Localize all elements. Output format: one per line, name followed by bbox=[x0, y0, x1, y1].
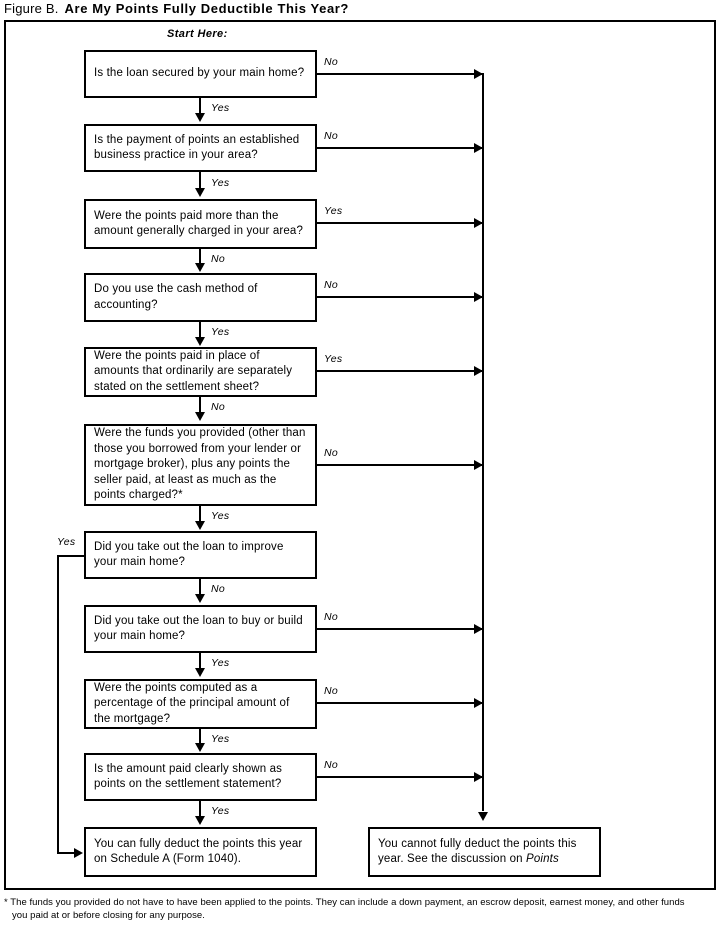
edge-q3-no bbox=[199, 249, 201, 264]
edge-q6-yes-arrow bbox=[195, 521, 205, 530]
decision-box-q2[interactable]: Is the payment of points an established … bbox=[84, 124, 317, 172]
edge-label-q4-no: No bbox=[324, 279, 339, 291]
edge-q5-no-arrow bbox=[195, 412, 205, 421]
edge-label-q1-yes: Yes bbox=[211, 102, 230, 114]
edge-q10-no bbox=[317, 776, 484, 778]
edge-label-q2-no: No bbox=[324, 130, 339, 142]
decision-text-q3: Were the points paid more than the amoun… bbox=[94, 209, 303, 238]
edge-label-q10-yes: Yes bbox=[211, 805, 230, 817]
edge-q10-no-arrow bbox=[474, 772, 483, 782]
edge-q9-no bbox=[317, 702, 484, 704]
edge-label-q7-no: No bbox=[211, 583, 226, 595]
figure-title: Figure B. Are My Points Fully Deductible … bbox=[4, 1, 349, 16]
edge-q8-no bbox=[317, 628, 484, 630]
edge-q9-no-arrow bbox=[474, 698, 483, 708]
decision-box-q10[interactable]: Is the amount paid clearly shown as poin… bbox=[84, 753, 317, 801]
edge-q9-yes-arrow bbox=[195, 743, 205, 752]
decision-text-q6: Were the funds you provided (other than … bbox=[94, 427, 306, 502]
edge-q7-yes-vertical bbox=[57, 555, 59, 854]
result-text-not-deductible-ref: Points bbox=[526, 853, 559, 865]
edge-label-q5-no: No bbox=[211, 401, 226, 413]
edge-q7-no bbox=[199, 579, 201, 595]
decision-box-q1[interactable]: Is the loan secured by your main home? bbox=[84, 50, 317, 98]
edge-q1-yes-arrow bbox=[195, 113, 205, 122]
decision-text-q2: Is the payment of points an established … bbox=[94, 133, 300, 162]
edge-label-q5-yes: Yes bbox=[324, 353, 343, 365]
edge-label-q2-yes: Yes bbox=[211, 177, 230, 189]
edge-q7-no-arrow bbox=[195, 594, 205, 603]
edge-label-q6-no: No bbox=[324, 447, 339, 459]
edge-q8-yes-arrow bbox=[195, 668, 205, 677]
result-box-not-deductible[interactable]: You cannot fully deduct the points this … bbox=[368, 827, 601, 877]
edge-q6-no-arrow bbox=[474, 460, 483, 470]
edge-label-q4-yes: Yes bbox=[211, 326, 230, 338]
decision-text-q4: Do you use the cash method of accounting… bbox=[94, 283, 258, 311]
decision-box-q7[interactable]: Did you take out the loan to improve you… bbox=[84, 531, 317, 579]
result-text-deductible: You can fully deduct the points this yea… bbox=[94, 837, 303, 866]
edge-q2-no bbox=[317, 147, 484, 149]
edge-q7-yes-top bbox=[57, 555, 84, 557]
decision-box-q4[interactable]: Do you use the cash method of accounting… bbox=[84, 273, 317, 322]
edge-q2-yes-arrow bbox=[195, 188, 205, 197]
edge-label-q1-no: No bbox=[324, 56, 339, 68]
edge-label-q9-no: No bbox=[324, 685, 339, 697]
result-text-not-deductible: You cannot fully deduct the points this … bbox=[378, 837, 591, 868]
decision-box-q5[interactable]: Were the points paid in place of amounts… bbox=[84, 347, 317, 397]
decision-text-q8: Did you take out the loan to buy or buil… bbox=[94, 614, 303, 643]
figure-label: Figure B. bbox=[4, 1, 59, 16]
decision-text-q10: Is the amount paid clearly shown as poin… bbox=[94, 762, 283, 791]
result-box-deductible[interactable]: You can fully deduct the points this yea… bbox=[84, 827, 317, 877]
edge-q8-yes bbox=[199, 653, 201, 669]
edge-q3-yes bbox=[317, 222, 484, 224]
edge-q6-no bbox=[317, 464, 484, 466]
footnote-line-1: The funds you provided do not have to ha… bbox=[10, 897, 685, 908]
edge-q6-yes bbox=[199, 506, 201, 522]
edge-q1-no-arrow bbox=[474, 69, 483, 79]
edge-q8-no-arrow bbox=[474, 624, 483, 634]
edge-q2-yes bbox=[199, 172, 201, 189]
edge-q2-no-arrow bbox=[474, 143, 483, 153]
decision-text-q9: Were the points computed as a percentage… bbox=[94, 681, 290, 725]
edge-q1-yes bbox=[199, 98, 201, 114]
edge-label-q8-yes: Yes bbox=[211, 657, 230, 669]
edge-q7-yes-arrow bbox=[74, 848, 83, 858]
footnote-line-2: you paid at or before closing for any pu… bbox=[12, 909, 205, 921]
footnote: * The funds you provided do not have to … bbox=[4, 897, 716, 922]
edge-label-q3-no: No bbox=[211, 253, 226, 265]
result-text-not-deductible-lead: You cannot fully deduct the points this … bbox=[378, 837, 577, 866]
right-collector-line bbox=[482, 73, 484, 811]
edge-q1-no bbox=[317, 73, 484, 75]
decision-text-q5: Were the points paid in place of amounts… bbox=[94, 349, 293, 393]
decision-text-q1: Is the loan secured by your main home? bbox=[94, 67, 305, 80]
edge-q4-no bbox=[317, 296, 484, 298]
edge-q10-yes-arrow bbox=[195, 816, 205, 825]
edge-label-q8-no: No bbox=[324, 611, 339, 623]
edge-label-q6-yes: Yes bbox=[211, 510, 230, 522]
edge-q4-no-arrow bbox=[474, 292, 483, 302]
edge-q5-yes-arrow bbox=[474, 366, 483, 376]
edge-q7-yes-bottom bbox=[57, 852, 75, 854]
edge-q4-yes-arrow bbox=[195, 337, 205, 346]
edge-label-q9-yes: Yes bbox=[211, 733, 230, 745]
right-collector-arrow-into-result bbox=[478, 812, 488, 821]
edge-q10-yes bbox=[199, 801, 201, 817]
edge-label-q3-yes: Yes bbox=[324, 205, 343, 217]
decision-text-q7: Did you take out the loan to improve you… bbox=[94, 540, 284, 569]
edge-q3-no-arrow bbox=[195, 263, 205, 272]
decision-box-q8[interactable]: Did you take out the loan to buy or buil… bbox=[84, 605, 317, 653]
edge-q4-yes bbox=[199, 322, 201, 338]
start-here-label: Start Here: bbox=[167, 28, 228, 40]
edge-label-q7-yes: Yes bbox=[57, 536, 76, 548]
figure-question: Are My Points Fully Deductible This Year… bbox=[64, 1, 349, 16]
decision-box-q3[interactable]: Were the points paid more than the amoun… bbox=[84, 199, 317, 249]
decision-box-q9[interactable]: Were the points computed as a percentage… bbox=[84, 679, 317, 729]
edge-q5-yes bbox=[317, 370, 484, 372]
footnote-marker: * bbox=[4, 897, 8, 908]
edge-q3-yes-arrow bbox=[474, 218, 483, 228]
decision-box-q6[interactable]: Were the funds you provided (other than … bbox=[84, 424, 317, 506]
edge-q9-yes bbox=[199, 729, 201, 744]
edge-q5-no bbox=[199, 397, 201, 413]
edge-label-q10-no: No bbox=[324, 759, 339, 771]
